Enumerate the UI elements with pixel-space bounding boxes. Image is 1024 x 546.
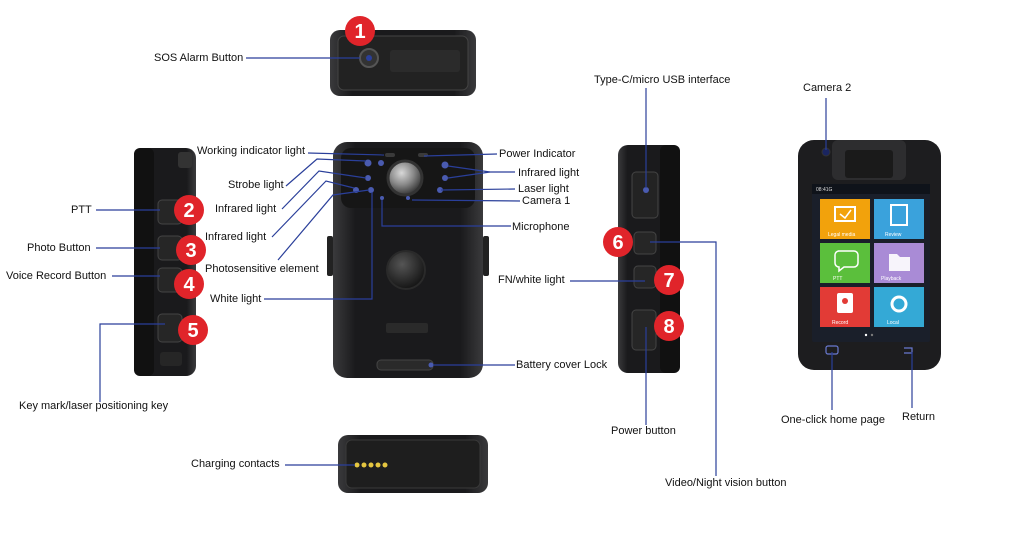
label-white-light: White light — [210, 293, 262, 305]
badge-5: 5 — [187, 320, 198, 342]
label-laser-light: Laser light — [518, 183, 569, 195]
label-camera-2: Camera 2 — [803, 82, 852, 94]
tile-label-review: Review — [885, 232, 902, 238]
label-video-night-button: Video/Night vision button — [665, 477, 787, 489]
badge-4: 4 — [183, 274, 195, 296]
label-sos-alarm-button: SOS Alarm Button — [154, 52, 244, 64]
badge-1: 1 — [354, 21, 365, 43]
tile-label-playback: Playback — [881, 276, 902, 282]
badge-7: 7 — [663, 270, 674, 292]
label-charging-contacts: Charging contacts — [191, 458, 280, 470]
label-power-indicator: Power Indicator — [499, 148, 576, 160]
label-working-indicator-light: Working indicator light — [197, 145, 306, 157]
tile-label-record: Record — [832, 320, 848, 326]
label-infrared-light-left-2: Infrared light — [205, 231, 267, 243]
badges: 1 2 3 4 5 6 7 8 — [174, 16, 684, 345]
tile-label-local: Local — [887, 320, 899, 326]
badge-3: 3 — [185, 240, 196, 262]
label-fn-white-light: FN/white light — [498, 274, 565, 286]
screen-status-time: 08:41G — [816, 187, 833, 193]
leader-lines — [96, 57, 913, 476]
device-screen-view — [798, 140, 941, 370]
label-voice-record-button: Voice Record Button — [6, 270, 107, 282]
device-top-view — [330, 30, 476, 96]
label-usb-interface: Type-C/micro USB interface — [594, 74, 731, 86]
camera-1-lens — [386, 159, 424, 197]
tile-label-legal-media: Legal media — [828, 232, 855, 238]
label-infrared-light-right: Infrared light — [518, 167, 580, 179]
label-key-mark: Key mark/laser positioning key — [19, 400, 169, 412]
label-one-click-home-page: One-click home page — [781, 414, 885, 426]
label-ptt: PTT — [71, 204, 92, 216]
label-return: Return — [902, 411, 936, 423]
badge-6: 6 — [612, 232, 623, 254]
device-front-view — [327, 142, 489, 378]
label-strobe-light: Strobe light — [228, 179, 284, 191]
label-microphone: Microphone — [512, 221, 570, 233]
label-power-button: Power button — [611, 425, 676, 437]
label-photosensitive-element: Photosensitive element — [205, 263, 319, 275]
label-camera-1: Camera 1 — [522, 195, 571, 207]
label-battery-cover-lock: Battery cover Lock — [516, 359, 608, 371]
badge-2: 2 — [183, 200, 194, 222]
front-knob — [386, 250, 426, 290]
badge-8: 8 — [663, 316, 674, 338]
label-photo-button: Photo Button — [27, 242, 91, 254]
device-bottom-view — [338, 435, 488, 493]
tile-label-ptt: PTT — [833, 276, 842, 282]
label-infrared-light-left-1: Infrared light — [215, 203, 277, 215]
